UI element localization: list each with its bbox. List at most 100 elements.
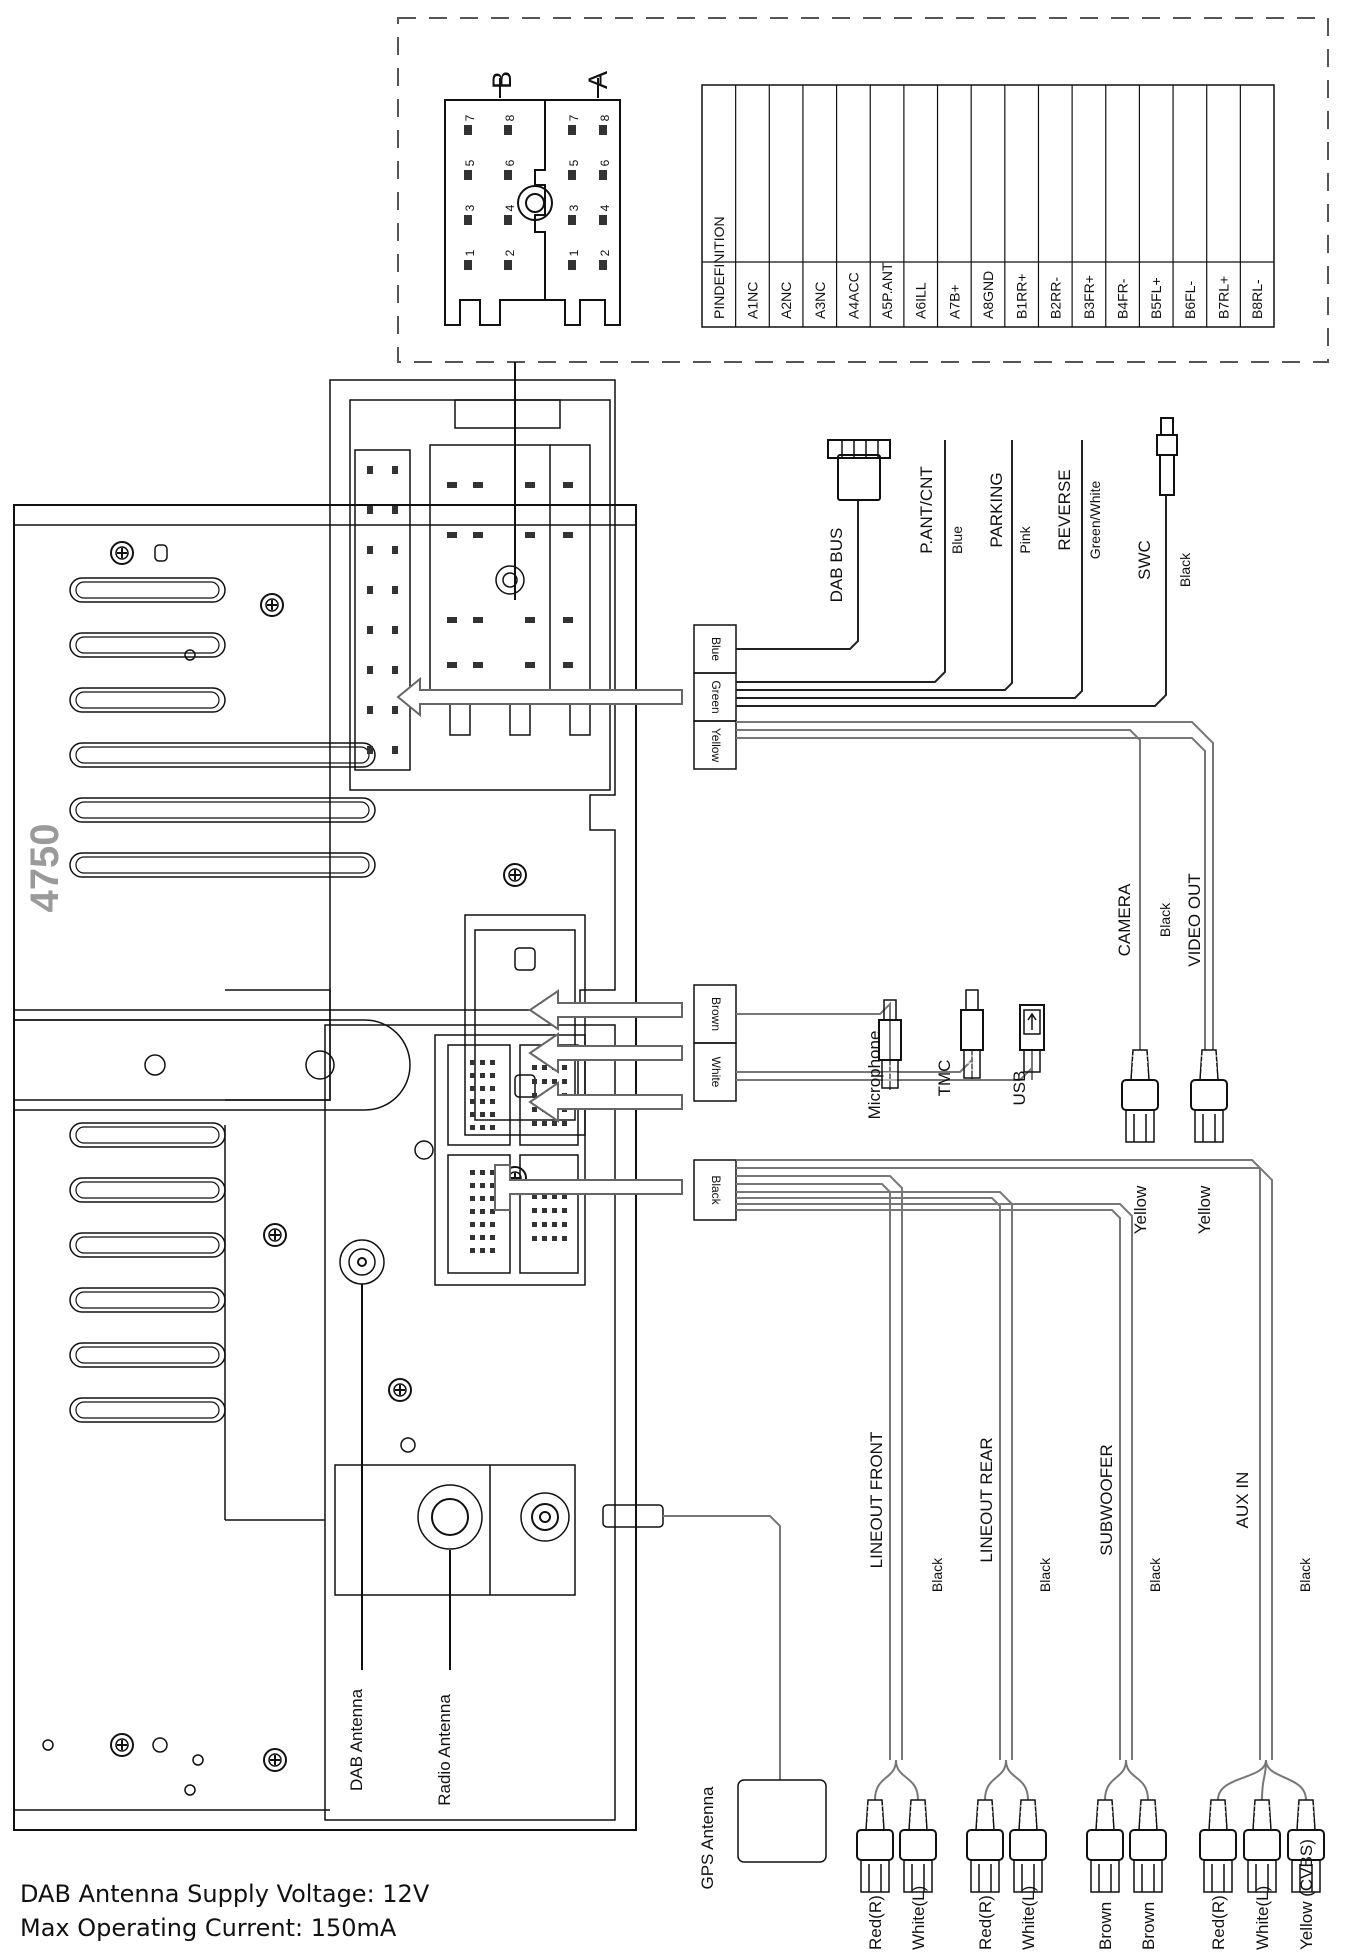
label-camera: CAMERA — [1115, 883, 1134, 956]
screws — [42, 541, 527, 1796]
label-pant-color: Blue — [949, 526, 965, 554]
rca-plug-icon — [1121, 1049, 1159, 1143]
pin-table-cell: A2NC — [778, 282, 794, 319]
label-microphone: Microphone — [865, 1031, 884, 1120]
tag-black: Black — [709, 1175, 723, 1205]
pin-table-cell: B4FR- — [1115, 278, 1131, 319]
socket-pin — [470, 1073, 475, 1078]
socket-pin — [532, 1194, 537, 1199]
iso-socket-pins — [367, 466, 573, 754]
socket-pin — [490, 1125, 495, 1130]
screw-icon — [260, 593, 284, 617]
connector-pin — [504, 170, 512, 180]
tag-white: White — [709, 1057, 723, 1088]
socket-pin — [490, 1183, 495, 1188]
iso-socket — [349, 399, 611, 791]
vent-slot — [69, 687, 226, 713]
insert-arrows — [396, 676, 683, 1211]
socket-pin — [490, 1170, 495, 1175]
socket-pin — [392, 666, 398, 674]
pin-table-cell: B6FL- — [1182, 281, 1198, 319]
connector-pin — [568, 170, 576, 180]
rca-plug-label: Brown — [1139, 1902, 1158, 1950]
socket-pin — [367, 586, 373, 594]
rca-plug-icon — [1190, 1049, 1228, 1143]
vent-slot — [69, 1122, 226, 1148]
socket-pin — [525, 617, 535, 623]
connector-pin-number: 3 — [463, 204, 477, 211]
socket-pin — [490, 1086, 495, 1091]
label-aux-in: AUX IN — [1233, 1472, 1252, 1529]
socket-pin — [392, 466, 398, 474]
rca-plug-label: Yellow (CVBS) — [1297, 1839, 1316, 1950]
rca-plug-label: Red(R) — [866, 1895, 885, 1950]
model-mark: 4750 — [23, 824, 67, 913]
label-subwoofer: SUBWOOFER — [1097, 1444, 1116, 1555]
dab-antenna-socket — [339, 1239, 385, 1285]
label-swc: SWC — [1135, 540, 1154, 580]
socket-pin — [532, 1065, 537, 1070]
rca-plug-label: Red(R) — [976, 1895, 995, 1950]
label-reverse: REVERSE — [1055, 469, 1074, 550]
socket-pin — [480, 1086, 485, 1091]
connector-pin — [599, 170, 607, 180]
socket-pin — [447, 482, 457, 488]
label-lineout-rear-color: Black — [1037, 1557, 1053, 1592]
socket-pin — [552, 1079, 557, 1084]
socket-pin — [490, 1196, 495, 1201]
pin-table-cell: A8GND — [980, 271, 996, 319]
socket-pin — [490, 1112, 495, 1117]
connector-pin-number: 3 — [567, 204, 581, 211]
socket-pin — [367, 706, 373, 714]
rca-plug-icon — [1009, 1799, 1047, 1893]
socket-pin — [447, 662, 457, 668]
socket-pin — [542, 1121, 547, 1126]
rca-plug-icon — [1287, 1799, 1325, 1893]
pin-table-cell: B1RR+ — [1014, 273, 1030, 319]
socket-pin — [532, 1236, 537, 1241]
socket-pin — [562, 1222, 567, 1227]
rca-split-wires — [874, 1759, 1307, 1801]
socket-pin — [480, 1060, 485, 1065]
socket-pin — [563, 532, 573, 538]
socket-pin — [542, 1236, 547, 1241]
socket-pin — [562, 1208, 567, 1213]
connector-a-outline — [545, 99, 621, 326]
rca-plug-icon — [1129, 1799, 1167, 1893]
vent-slot — [69, 1177, 226, 1203]
connector-pin-number: 6 — [598, 159, 612, 166]
socket-pin — [480, 1099, 485, 1104]
connector-pin-number: 1 — [567, 249, 581, 256]
vent-slots — [69, 577, 376, 1423]
rca-plug-icon — [1243, 1799, 1281, 1893]
socket-pin — [447, 532, 457, 538]
socket-pin — [470, 1099, 475, 1104]
socket-pin — [490, 1235, 495, 1240]
rca-plug-icon — [1199, 1799, 1237, 1893]
socket-pin — [525, 532, 535, 538]
screw-icon — [110, 541, 134, 565]
plug-icon — [960, 989, 984, 1079]
socket-pin — [392, 586, 398, 594]
screw-icon — [263, 1223, 287, 1247]
pin-table-cell: B2RR- — [1047, 277, 1063, 319]
socket-pin — [562, 1065, 567, 1070]
connector-pin — [568, 260, 576, 270]
connector-pin-number: 4 — [598, 204, 612, 211]
lower-wires — [736, 1159, 1273, 1760]
rca-plug-label: White(L) — [909, 1886, 928, 1950]
socket-pin — [470, 1248, 475, 1253]
connector-pin — [464, 170, 472, 180]
vent-slot — [69, 1342, 226, 1368]
label-video-out-plug: Yellow — [1195, 1185, 1214, 1234]
upper-wires — [736, 417, 1214, 1050]
label-lineout-front: LINEOUT FRONT — [867, 1432, 886, 1569]
socket-pin — [470, 1086, 475, 1091]
socket-pin — [532, 1208, 537, 1213]
screw-icon — [263, 1748, 287, 1772]
connector-pin — [599, 125, 607, 135]
label-video-out: VIDEO OUT — [1185, 873, 1204, 967]
pin-table-cell: A1NC — [744, 282, 760, 319]
